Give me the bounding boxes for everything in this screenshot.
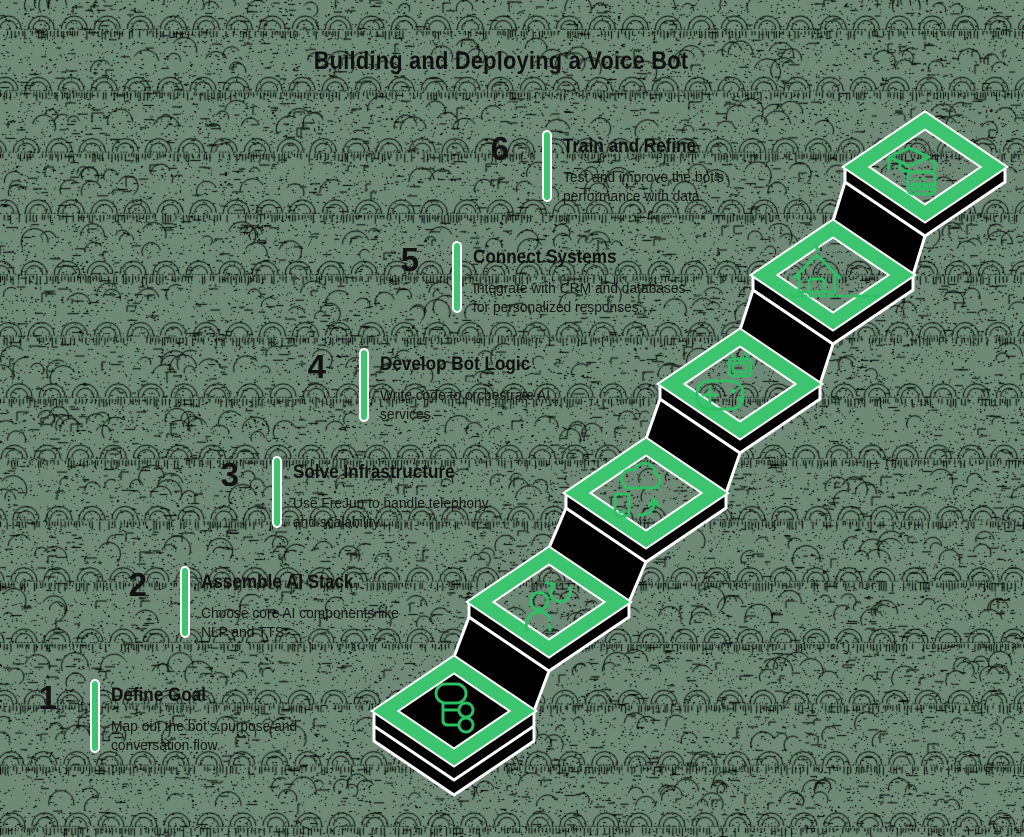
step-progress-bar [359,348,369,422]
step-description: Write code to orchestrate AI services. [380,386,550,424]
page-title: Building and Deploying a Voice Bot [313,47,689,75]
step-description: Test and improve the bot’s performance w… [563,168,724,206]
step-number: 1 [38,679,57,716]
step-description-line: performance with data. [563,188,704,205]
step-description-line: for personalized responses. [473,299,643,316]
step-description-line: Use FreJun to handle telephony [293,495,489,512]
step-description-line: conversation flow. [111,737,221,754]
step-platform-1 [369,654,539,797]
step-number: 5 [400,241,419,278]
cloud-sync-icon [613,461,662,518]
step-description-line: Write code to orchestrate AI [380,387,551,404]
step-title: Define Goal [111,685,207,706]
step-description-line: and scalability. [293,514,383,531]
step-description-line: services. [380,406,435,423]
step-number: 6 [490,130,509,167]
step-platform-6 [831,110,1010,277]
step-description-line: Test and improve the bot’s [563,169,724,186]
person-sync-icon [524,581,572,632]
step-progress-bar [180,566,190,638]
step-title: Solve Infrastructure [293,462,455,483]
step-progress-bar [542,130,552,202]
flowchart-icon [434,682,475,734]
step-description: Map out the bot’s purpose and conversati… [111,717,297,755]
step-description: Integrate with CRM and databases for per… [473,279,685,317]
step-description: Choose core AI components like NLP and T… [201,604,399,642]
step-number: 4 [307,348,326,385]
step-platform-5 [738,218,918,386]
step-platform-2 [452,545,634,713]
step-title: Train and Refine [563,136,697,157]
step-number: 3 [220,456,239,493]
robot-gamepad-icon [695,352,753,411]
step-description-line: NLP and TTS. [201,624,288,641]
step-progress-bar [452,241,462,313]
step-description-line: Integrate with CRM and databases [473,280,686,297]
step-progress-bar [272,456,282,528]
step-description-line: Choose core AI components like [201,605,399,622]
step-number: 2 [128,566,147,603]
step-progress-bar [90,679,100,753]
step-title: Connect Systems [473,247,617,268]
home-icon [790,244,882,298]
step-description: Use FreJun to handle telephony and scala… [293,494,489,532]
step-title: Assemble AI Stack [201,572,354,593]
step-title: Develop Bot Logic [380,354,531,375]
graduation-robot-icon [887,146,937,196]
step-description-line: Map out the bot’s purpose and [111,718,298,735]
